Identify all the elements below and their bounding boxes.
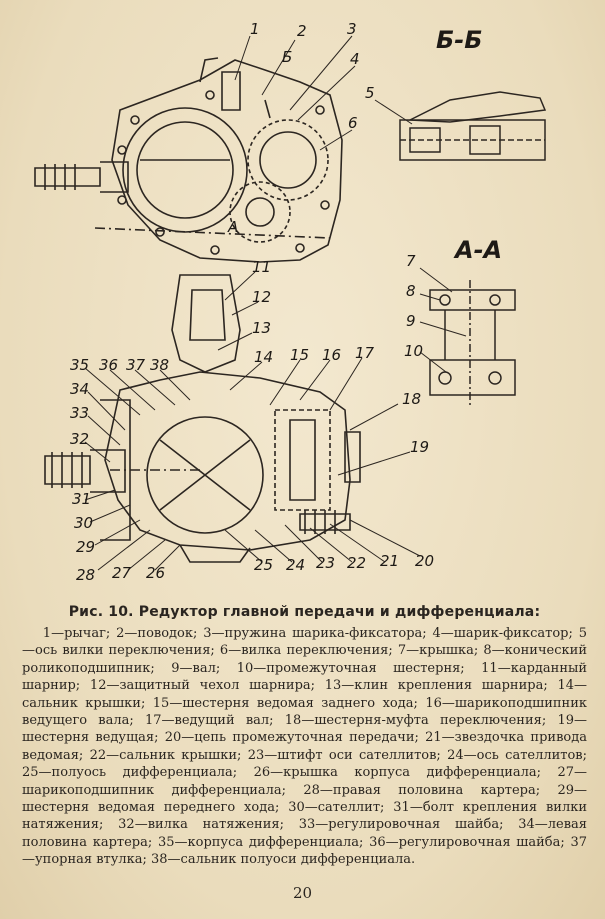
callout-26: 26 xyxy=(146,564,165,582)
callout-20: 20 xyxy=(415,552,434,570)
callout-36: 36 xyxy=(99,356,118,374)
callout-33: 33 xyxy=(70,404,89,422)
callout-23: 23 xyxy=(316,554,335,572)
gearbox-drawing-svg: Б-Б А-А Б А 1 2 3 4 5 6 7 8 9 10 11 12 1… xyxy=(34,20,547,584)
callout-7: 7 xyxy=(406,252,416,270)
technical-drawing: Б-Б А-А Б А 1 2 3 4 5 6 7 8 9 10 11 12 1… xyxy=(34,20,547,584)
figure-caption: Рис. 10. Редуктор главной передачи и диф… xyxy=(22,604,587,869)
callout-13: 13 xyxy=(252,319,271,337)
callout-25: 25 xyxy=(254,556,273,574)
callout-4: 4 xyxy=(350,50,360,68)
callout-28: 28 xyxy=(76,566,95,584)
callout-22: 22 xyxy=(347,554,366,572)
callout-37: 37 xyxy=(126,356,146,374)
callout-34: 34 xyxy=(70,380,89,398)
callout-11: 11 xyxy=(252,258,271,276)
callout-3: 3 xyxy=(347,20,357,38)
callout-27: 27 xyxy=(112,564,132,582)
callout-19: 19 xyxy=(410,438,429,456)
callout-10: 10 xyxy=(404,342,423,360)
section-aa-view xyxy=(419,267,516,405)
callout-38: 38 xyxy=(150,356,169,374)
page-number: 20 xyxy=(292,884,313,902)
caption-legend: 1—рычаг; 2—поводок; 3—пружина шарика-фик… xyxy=(22,626,587,868)
callout-8: 8 xyxy=(406,282,416,300)
bottom-view-housing xyxy=(44,271,421,571)
section-bb-label: Б-Б xyxy=(436,26,483,54)
callout-18: 18 xyxy=(402,390,421,408)
callout-5: 5 xyxy=(365,84,375,102)
section-mark-b: Б xyxy=(282,48,292,66)
callout-2: 2 xyxy=(297,22,307,40)
callout-30: 30 xyxy=(74,514,93,532)
callout-21: 21 xyxy=(380,552,399,570)
top-view-housing xyxy=(34,35,356,263)
callout-17: 17 xyxy=(355,344,375,362)
callout-14: 14 xyxy=(254,348,273,366)
callout-1: 1 xyxy=(250,20,260,38)
callout-35: 35 xyxy=(70,356,89,374)
callout-9: 9 xyxy=(406,312,416,330)
section-bb-view xyxy=(374,91,547,161)
section-aa-label: А-А xyxy=(453,236,502,264)
callout-31: 31 xyxy=(72,490,91,508)
caption-title: Рис. 10. Редуктор главной передачи и диф… xyxy=(68,604,541,620)
callout-6: 6 xyxy=(348,114,358,132)
callout-29: 29 xyxy=(76,538,95,556)
callout-15: 15 xyxy=(290,346,309,364)
callout-24: 24 xyxy=(286,556,305,574)
callout-12: 12 xyxy=(252,288,271,306)
callout-32: 32 xyxy=(70,430,89,448)
section-mark-a: А xyxy=(227,218,238,236)
callout-16: 16 xyxy=(322,346,341,364)
